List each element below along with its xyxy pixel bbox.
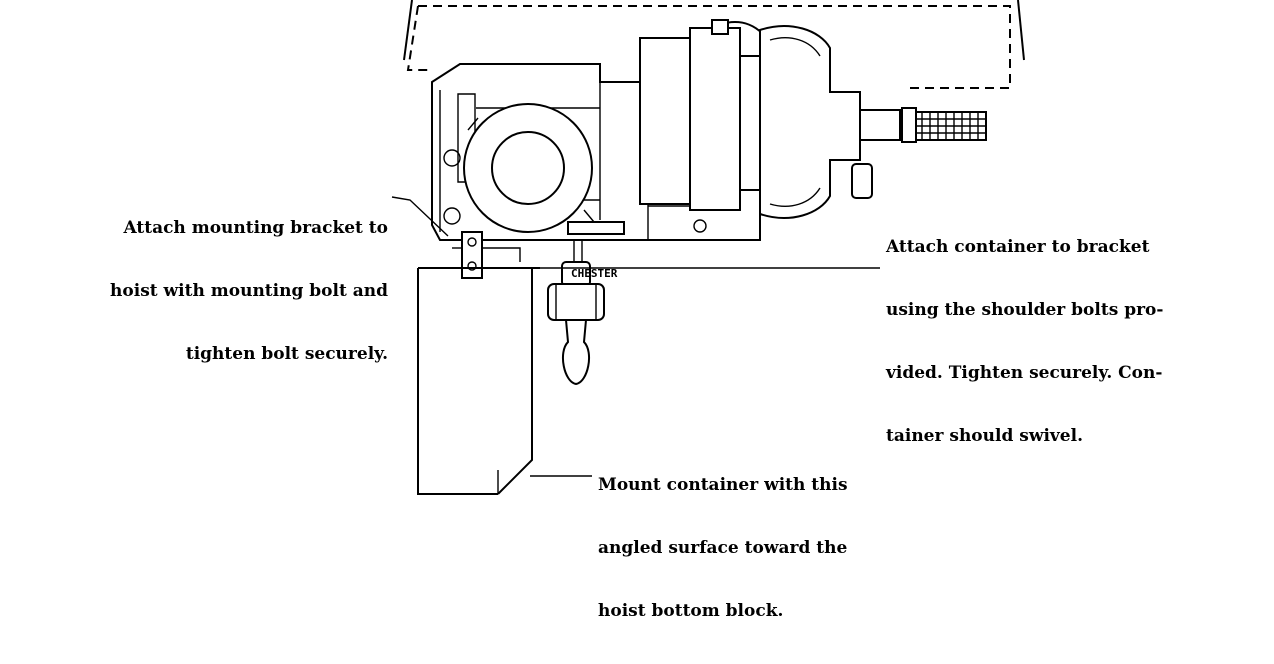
- brand-text: CHESTER: [571, 267, 618, 280]
- callout-line: angled surface toward the: [598, 538, 848, 558]
- hook-block: [547, 240, 605, 386]
- brand-nameplate: [567, 221, 625, 235]
- callout-line: using the shoulder bolts pro-: [886, 300, 1164, 320]
- callout-mounting-bracket: Attach mounting bracket to hoist with mo…: [0, 176, 388, 407]
- hoist-drawing: [391, 0, 1025, 495]
- callout-container-bracket: Attach container to bracket using the sh…: [886, 195, 1163, 489]
- motor-housing: [639, 19, 901, 219]
- callout-line: tighten bolt securely.: [185, 344, 388, 364]
- callout-line: hoist with mounting bolt and: [110, 281, 388, 301]
- trolley-beam: [403, 0, 1025, 89]
- callout-line: vided. Tighten securely. Con-: [886, 363, 1163, 383]
- leader-lines: [391, 196, 880, 477]
- callout-line: Mount container with this: [598, 475, 848, 495]
- hoist-diagram: CHESTER Attach mounting bracket to hoist…: [0, 0, 1163, 621]
- gear-housing: [463, 103, 595, 233]
- hatched-handle: [901, 107, 987, 143]
- chain-container: [417, 267, 540, 495]
- callout-line: tainer should swivel.: [886, 426, 1084, 446]
- brand-label: CHESTER: [571, 221, 617, 326]
- callout-angled-surface: Mount container with this angled surface…: [598, 433, 848, 664]
- mounting-bracket: [452, 231, 521, 279]
- callout-line: Attach container to bracket: [886, 237, 1150, 257]
- callout-line: Attach mounting bracket to: [123, 218, 388, 238]
- callout-line: hoist bottom block.: [598, 601, 784, 621]
